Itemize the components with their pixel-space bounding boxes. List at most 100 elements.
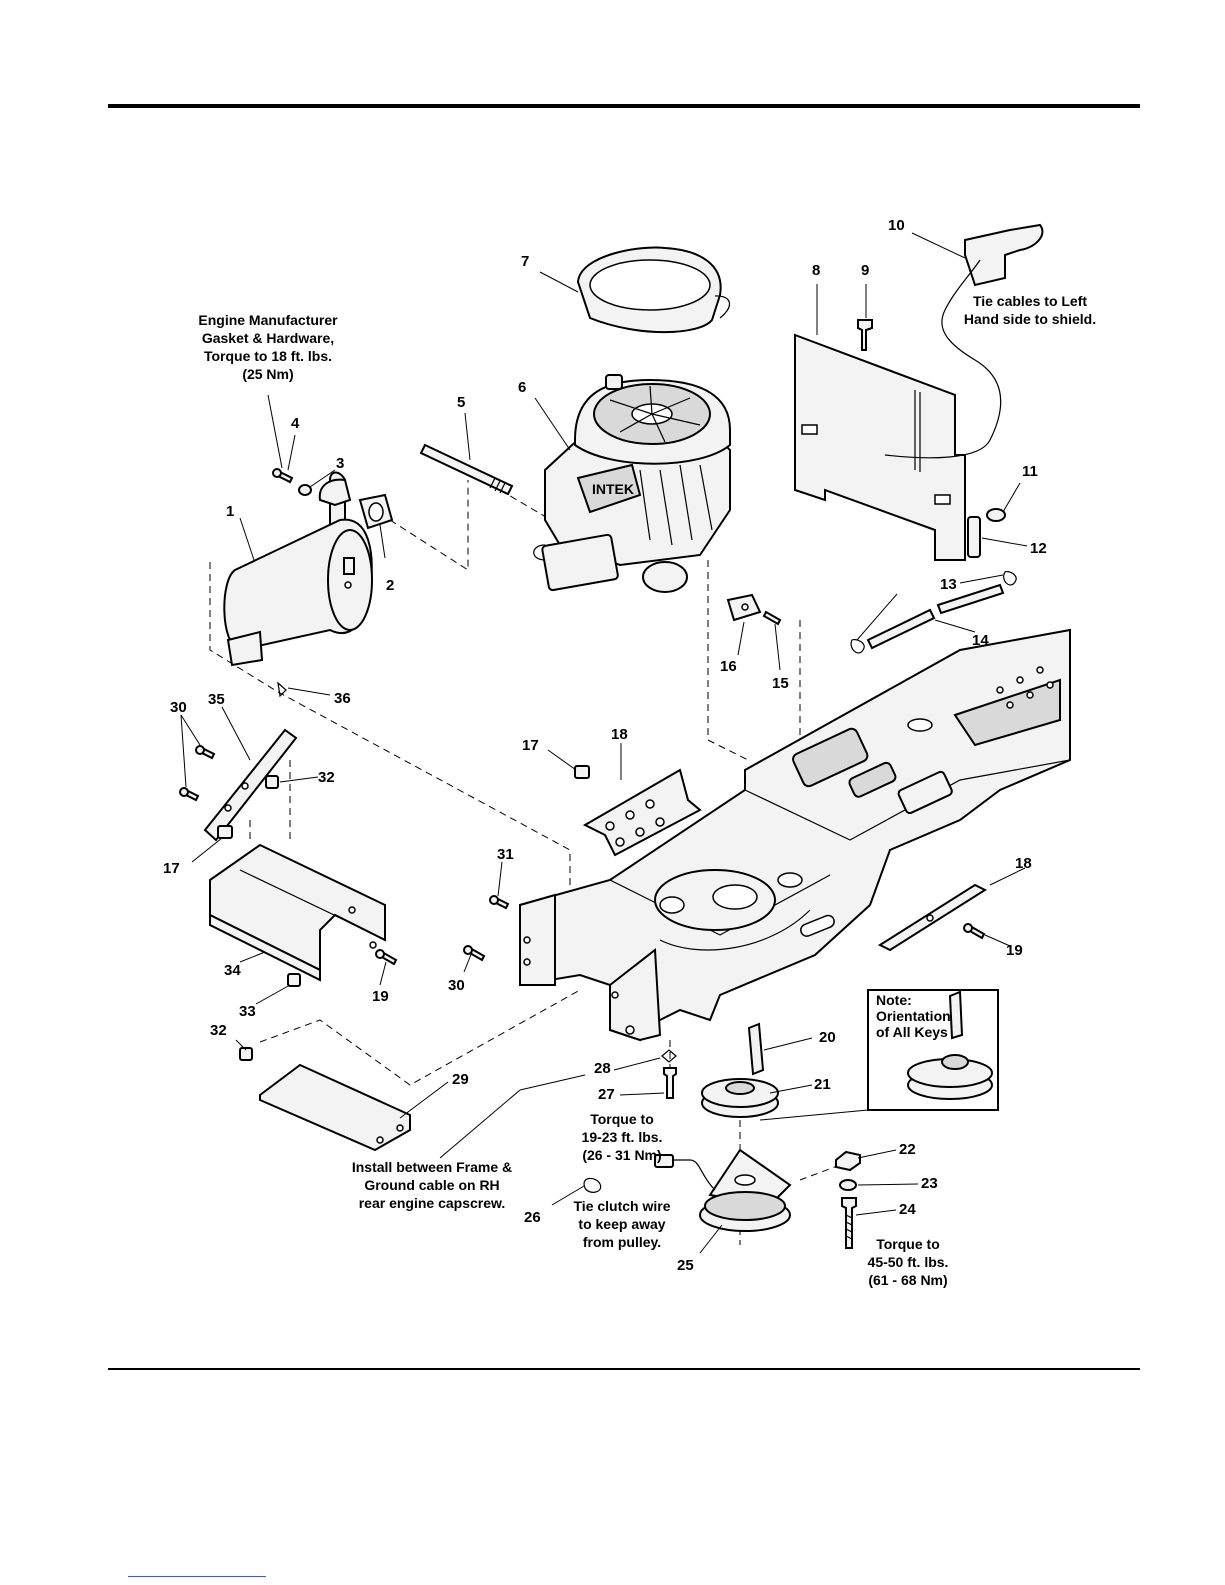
callout-16: 16 [720, 658, 737, 675]
svg-text:Ground cable on RH: Ground cable on RH [364, 1177, 499, 1193]
callout-4: 4 [291, 415, 300, 432]
callout-17-lower: 17 [163, 860, 180, 877]
svg-text:19-23 ft. lbs.: 19-23 ft. lbs. [582, 1129, 663, 1145]
svg-text:rear engine capscrew.: rear engine capscrew. [359, 1195, 506, 1211]
part-heat-shield [209, 843, 386, 982]
callout-34: 34 [224, 962, 241, 979]
callout-30-center: 30 [448, 977, 465, 994]
callout-26: 26 [524, 1209, 541, 1226]
part-tie-26 [583, 1177, 602, 1193]
engine-brand-mark: INTEK [592, 481, 634, 497]
leader-lines [180, 232, 1028, 1254]
callout-30-left: 30 [170, 699, 187, 716]
part-bracket-16 [726, 593, 762, 622]
callout-24: 24 [899, 1201, 916, 1218]
part-screws-19 [375, 923, 986, 966]
callout-32-upper: 32 [318, 769, 335, 786]
svg-text:(25 Nm): (25 Nm) [242, 366, 293, 382]
svg-text:Tie cables to Left: Tie cables to Left [973, 293, 1087, 309]
callout-17-upper: 17 [522, 737, 539, 754]
bottom-rule [108, 1368, 1140, 1370]
note-torque-45-50: Torque to 45-50 ft. lbs. (61 - 68 Nm) [868, 1236, 949, 1288]
part-throttle-control [884, 223, 1044, 459]
part-nut-22 [835, 1150, 861, 1172]
svg-text:Torque to: Torque to [876, 1236, 940, 1252]
svg-text:Tie clutch wire: Tie clutch wire [574, 1198, 671, 1214]
callout-8: 8 [812, 262, 820, 279]
part-engine-shroud [576, 246, 731, 334]
svg-text:(26 - 31 Nm): (26 - 31 Nm) [582, 1147, 661, 1163]
top-rule [108, 104, 1140, 108]
callout-35: 35 [208, 691, 225, 708]
part-lock-washer [298, 484, 312, 496]
part-bolt-24 [841, 1197, 857, 1249]
part-screws-30 [179, 745, 486, 962]
part-shield-bolt [857, 319, 873, 351]
callout-9: 9 [861, 262, 869, 279]
callout-36: 36 [334, 690, 351, 707]
svg-text:(61 - 68 Nm): (61 - 68 Nm) [868, 1272, 947, 1288]
callout-25: 25 [677, 1257, 694, 1274]
callout-5: 5 [457, 394, 465, 411]
part-key [747, 1022, 765, 1076]
part-capscrew-27 [663, 1067, 677, 1099]
part-muffler [223, 471, 373, 667]
svg-text:Hand side to shield.: Hand side to shield. [964, 311, 1096, 327]
part-bracket-18-lower [877, 883, 988, 952]
note-torque-19-23: Torque to 19-23 ft. lbs. (26 - 31 Nm) [582, 1111, 663, 1163]
part-bracket-18-upper [582, 768, 702, 857]
part-screw-31 [489, 895, 510, 910]
callout-3: 3 [336, 455, 344, 472]
part-pulley [701, 1078, 779, 1118]
callout-19-right: 19 [1006, 942, 1023, 959]
svg-text:Gasket & Hardware,: Gasket & Hardware, [202, 330, 334, 346]
part-washer-23 [839, 1179, 857, 1191]
callout-29: 29 [452, 1071, 469, 1088]
part-bracket-35 [203, 728, 298, 842]
callout-32-lower: 32 [210, 1022, 227, 1039]
svg-text:Engine Manufacturer: Engine Manufacturer [198, 312, 338, 328]
svg-text:Torque to: Torque to [590, 1111, 654, 1127]
note-install-between: Install between Frame & Ground cable on … [352, 1159, 512, 1211]
callout-13: 13 [940, 576, 957, 593]
key-orientation-box [867, 989, 999, 1111]
part-stud [419, 443, 514, 496]
callout-15: 15 [772, 675, 789, 692]
callout-23: 23 [921, 1175, 938, 1192]
part-frame [519, 628, 1071, 1042]
callout-20: 20 [819, 1029, 836, 1046]
callout-2: 2 [386, 577, 394, 594]
part-clip-36 [277, 681, 287, 698]
callout-12: 12 [1030, 540, 1047, 557]
part-fuel-line [866, 583, 1005, 650]
callout-27: 27 [598, 1086, 615, 1103]
callout-7: 7 [521, 253, 529, 270]
callout-6: 6 [518, 379, 526, 396]
bottom-link-underline [128, 1576, 266, 1577]
svg-text:45-50 ft. lbs.: 45-50 ft. lbs. [868, 1254, 949, 1270]
svg-text:of All Keys: of All Keys [876, 1024, 948, 1040]
callout-10: 10 [888, 217, 905, 234]
callout-31: 31 [497, 846, 514, 863]
callout-28: 28 [594, 1060, 611, 1077]
part-shield [794, 333, 966, 561]
callout-numbers: 1 2 3 4 5 6 7 8 9 10 11 12 13 14 15 16 1… [163, 217, 1047, 1274]
callout-19-left: 19 [372, 988, 389, 1005]
callout-18-upper: 18 [611, 726, 628, 743]
svg-text:from pulley.: from pulley. [583, 1234, 661, 1250]
part-star-washer-28 [661, 1049, 677, 1063]
part-exhaust-bolt [272, 468, 294, 484]
part-lower-shield [259, 1063, 411, 1152]
svg-text:Torque to 18 ft. lbs.: Torque to 18 ft. lbs. [204, 348, 332, 364]
callout-18-lower: 18 [1015, 855, 1032, 872]
note-key-orientation: Note: Orientation of All Keys [876, 992, 951, 1040]
callout-21: 21 [814, 1076, 831, 1093]
part-hose-clamps [850, 570, 1017, 654]
part-cable-clip [986, 508, 1006, 522]
part-clutch [654, 1148, 792, 1232]
svg-text:Install between Frame &: Install between Frame & [352, 1159, 512, 1175]
part-grommet [967, 516, 981, 558]
note-tie-clutch-wire: Tie clutch wire to keep away from pulley… [574, 1198, 671, 1250]
part-engine: INTEK [533, 374, 731, 593]
